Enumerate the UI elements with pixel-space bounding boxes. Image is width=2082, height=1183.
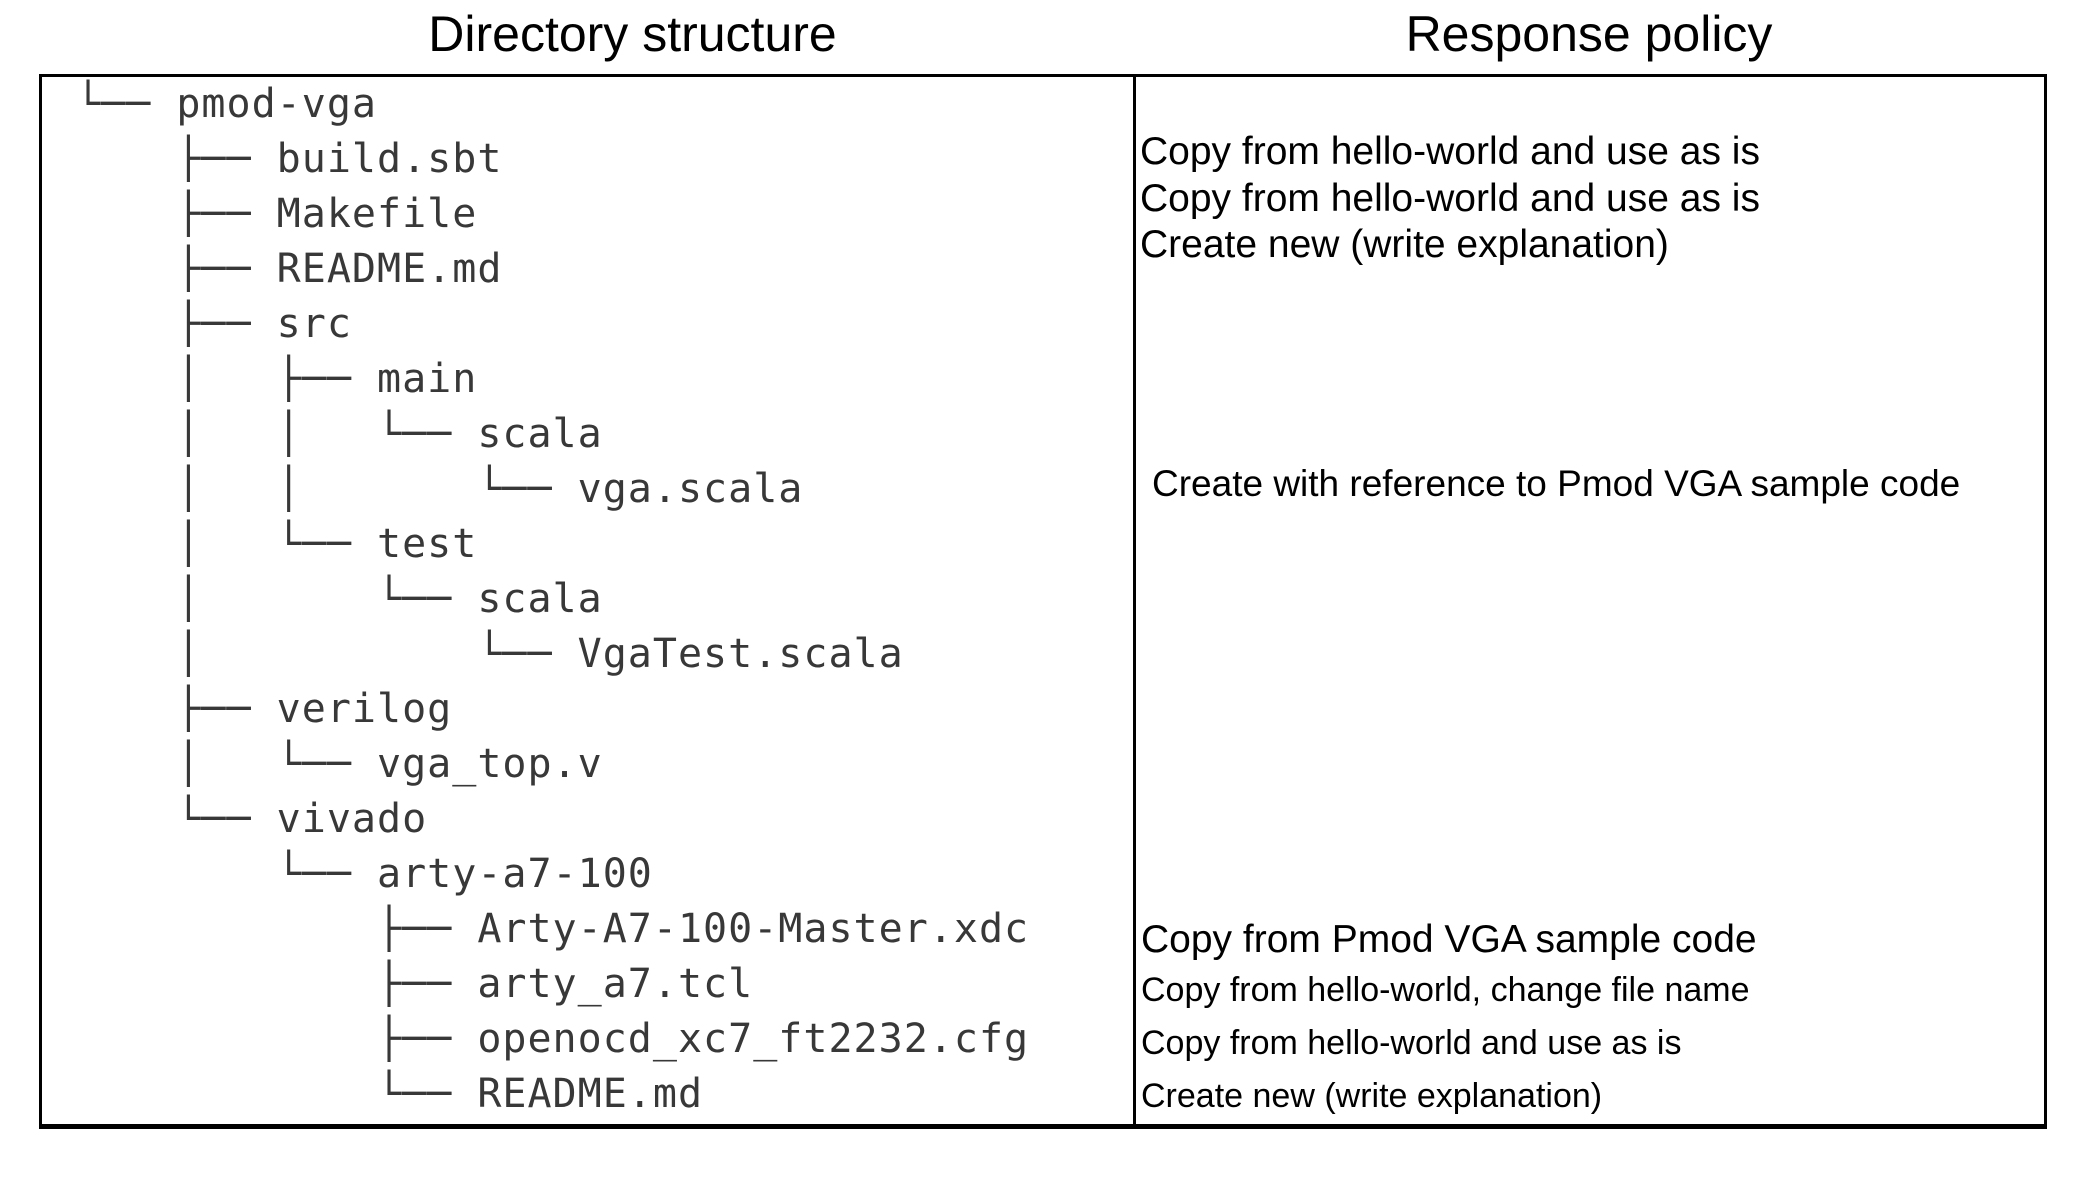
policy-vga-scala: Create with reference to Pmod VGA sample… — [1152, 463, 1961, 504]
policy-arty-a7-tcl: Copy from hello-world, change file name — [1141, 971, 1750, 1009]
comparison-table — [39, 74, 2047, 1129]
column-divider — [1133, 77, 1136, 1124]
response-policy-header: Response policy — [1405, 6, 1773, 62]
policy-makefile: Copy from hello-world and use as is — [1140, 177, 1760, 220]
policy-readme-md: Create new (write explanation) — [1140, 223, 1669, 266]
policy-build-sbt: Copy from hello-world and use as is — [1140, 130, 1760, 173]
policy-vivado-readme-md: Create new (write explanation) — [1141, 1077, 1603, 1115]
directory-tree: └── pmod-vga ├── build.sbt ├── Makefile … — [76, 81, 1030, 1117]
policy-openocd-xc7-ft2232-cfg: Copy from hello-world and use as is — [1141, 1024, 1682, 1062]
policy-arty-a7-100-master-xdc: Copy from Pmod VGA sample code — [1141, 918, 1757, 961]
directory-structure-header: Directory structure — [428, 6, 837, 62]
